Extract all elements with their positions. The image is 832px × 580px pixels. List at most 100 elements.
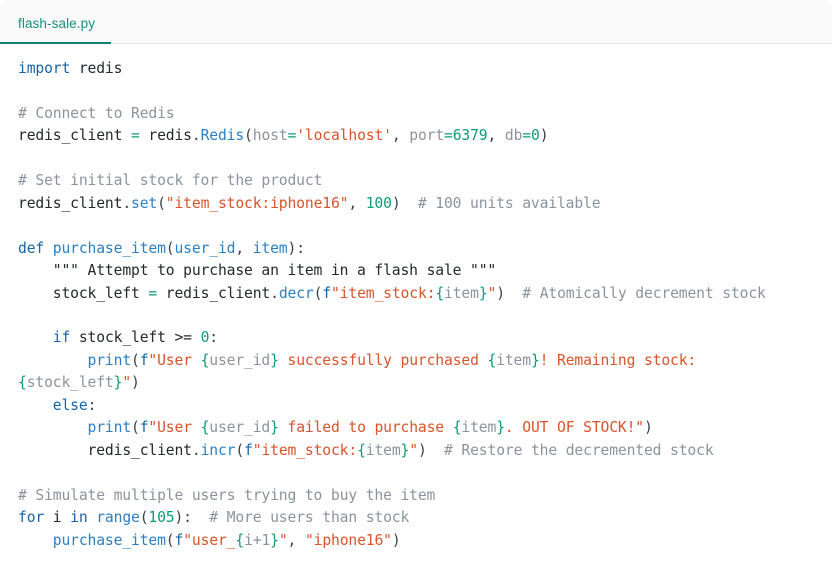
token-comma: , (391, 127, 410, 145)
token-string-out-of-stock: . OUT OF STOCK!" (504, 419, 644, 437)
token-assign-port: = (444, 127, 453, 145)
token-kwarg-db: db (504, 127, 523, 145)
token-interp-brace-close-2: } (270, 351, 279, 369)
token-string-successfully: successfully purchased (278, 351, 488, 369)
token-kwarg-port: port (409, 127, 445, 145)
python-code-block: import redis # Connect to Redis redis_cl… (0, 58, 832, 552)
token-fstring-prefix-2: f (139, 351, 149, 369)
token-obj-redis-client-3: redis_client (87, 441, 192, 459)
code-content-area[interactable]: import redis # Connect to Redis redis_cl… (0, 44, 832, 580)
token-string-failed: failed to purchase (278, 419, 453, 437)
token-module-redis: redis (70, 60, 123, 77)
token-paren-close-7: ) (417, 441, 427, 459)
token-paren-open-4: ( (313, 284, 323, 302)
token-dot-4: . (191, 441, 201, 459)
token-assign: = (131, 127, 140, 145)
token-paren-close-8: ): (174, 509, 192, 527)
token-string-part: "item_stock: (331, 284, 436, 302)
token-fstring-prefix: f (322, 284, 332, 302)
token-number-zero: 0 (191, 329, 210, 347)
token-obj-redis-client-2: redis_client (157, 284, 271, 302)
token-string-user-prefix: "user_ (183, 531, 236, 549)
token-paren-open-5: ( (131, 351, 140, 369)
token-keyword-in: in (70, 509, 88, 527)
token-fstring-prefix-5: f (174, 531, 184, 549)
token-interp-i-plus-1: i+1 (244, 531, 271, 549)
token-interp-brace-open-6: { (452, 419, 462, 437)
token-builtin-range: range (87, 509, 140, 527)
token-paren-close-9: ) (391, 531, 401, 549)
token-interp-user-id: user_id (209, 351, 271, 369)
token-paren-open-6: ( (131, 419, 140, 437)
indent-3 (18, 352, 88, 369)
token-interp-brace-open-3: { (487, 351, 497, 369)
token-interp-item: item (444, 284, 479, 302)
token-interp-brace-close-3: } (530, 351, 540, 369)
token-string-user: "User (148, 351, 201, 369)
indent-4 (18, 397, 53, 414)
token-paren-open-2: ( (157, 194, 166, 212)
token-method-decr: decr (278, 284, 314, 302)
token-interp-brace-open-7: { (357, 441, 366, 459)
token-obj-redis-client: redis_client (18, 194, 123, 212)
editor-tab-bar: flash-sale.py (0, 0, 832, 44)
token-assign-db: = (522, 127, 531, 145)
token-interp-item-2: item (496, 351, 531, 369)
token-interp-brace-open-8: { (235, 531, 245, 549)
tab-flash-sale-py[interactable]: flash-sale.py (0, 4, 112, 44)
token-paren-close-4: ) (496, 284, 505, 302)
token-number-105: 105 (148, 509, 175, 527)
token-interp-brace-close-4: } (113, 374, 123, 392)
token-paren-open: ( (244, 127, 253, 145)
token-keyword-def: def (18, 239, 45, 257)
token-string-quote-end: " (122, 374, 132, 392)
token-comma-4: , (235, 239, 253, 257)
token-method-incr: incr (200, 441, 236, 459)
token-assign-2: = (148, 284, 158, 302)
token-keyword-for: for (18, 509, 45, 527)
token-colon-2: : (87, 396, 97, 414)
token-interp-stock-left: stock_left (26, 374, 114, 392)
token-paren-open-7: ( (235, 441, 245, 459)
token-string-user-2: "User (148, 419, 201, 437)
token-interp-item-4: item (365, 441, 401, 459)
token-string-iphone16: "iphone16" (304, 531, 392, 549)
token-interp-brace-close-5: } (270, 419, 279, 437)
token-paren-close-3: ): (287, 239, 306, 257)
token-interp-brace-close-6: } (496, 419, 505, 437)
token-var-stock-left: stock_left (52, 284, 149, 302)
comment-connect-to-redis: # Connect to Redis (18, 104, 175, 122)
token-string-item-stock-key: "item_stock:iphone16" (165, 194, 349, 212)
comment-set-initial-stock: # Set initial stock for the product (18, 172, 323, 190)
token-interp-brace-close-8: } (270, 531, 279, 549)
token-builtin-print-2: print (87, 419, 132, 437)
token-assign-host: = (287, 127, 297, 145)
token-paren-close-5: ) (131, 374, 140, 392)
token-loop-var-i: i (44, 509, 71, 527)
token-interp-brace-open: { (435, 284, 445, 302)
token-paren-close: ) (539, 127, 549, 145)
indent-6 (18, 442, 88, 459)
token-comma-5: , (287, 531, 305, 549)
indent-1 (18, 285, 53, 302)
token-call-purchase-item: purchase_item (52, 531, 166, 549)
token-dot-3: . (270, 284, 279, 302)
token-string-localhost: 'localhost' (296, 127, 392, 145)
comment-atomically-decrement: # Atomically decrement stock (504, 284, 766, 302)
token-builtin-print: print (87, 351, 132, 369)
token-string-remaining: ! Remaining stock: (539, 351, 705, 369)
token-paren-open-8: ( (139, 509, 149, 527)
token-paren-open-9: ( (165, 531, 175, 549)
token-interp-brace-close: } (478, 284, 488, 302)
comment-more-users-than-stock: # More users than stock (191, 509, 410, 527)
token-interp-brace-open-2: { (200, 351, 210, 369)
token-paren-open-3: ( (165, 239, 175, 257)
token-module-ref: redis (139, 127, 192, 145)
token-operator-gte: >= (174, 329, 192, 347)
token-dot-2: . (122, 194, 132, 212)
token-number-6379: 6379 (452, 127, 488, 145)
token-class-redis: Redis (200, 127, 245, 145)
token-keyword-else: else (52, 396, 88, 414)
token-method-set: set (131, 194, 158, 212)
tab-label: flash-sale.py (18, 16, 96, 31)
